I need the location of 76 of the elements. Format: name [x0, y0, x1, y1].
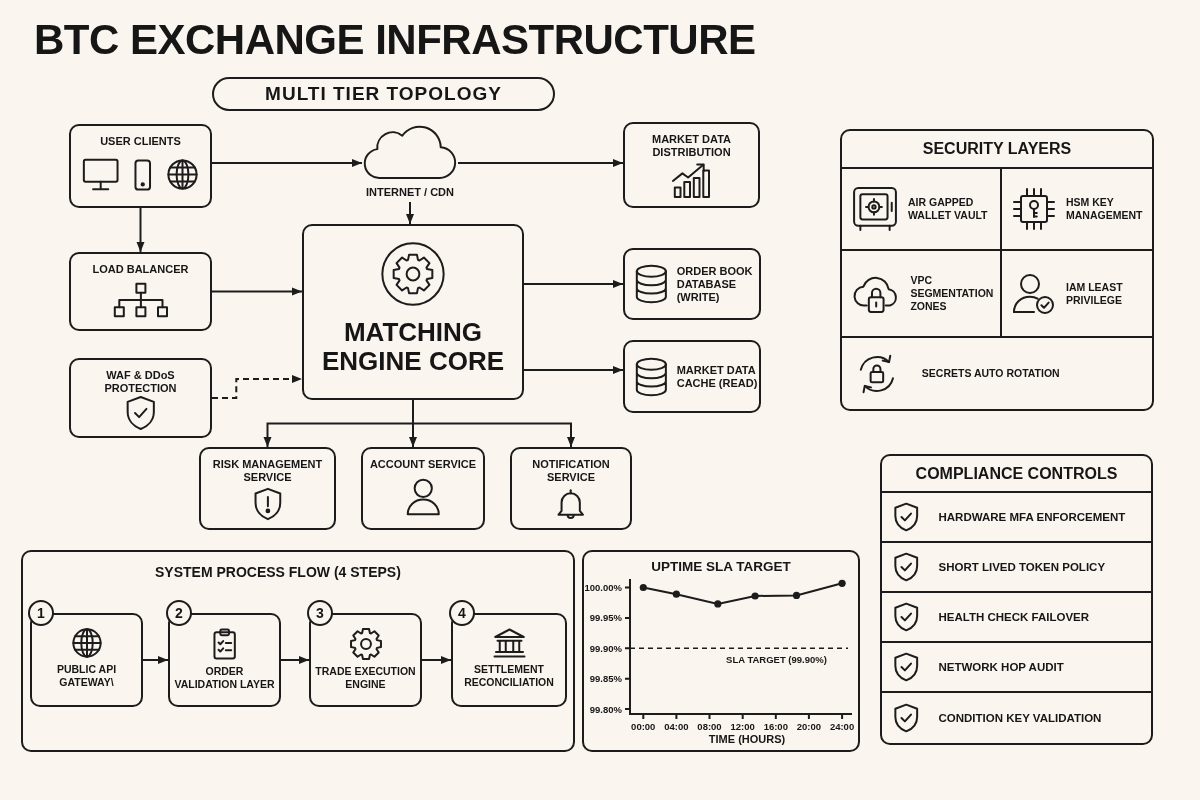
service-box	[69, 358, 212, 438]
chart-title: UPTIME SLA TARGET	[651, 559, 791, 574]
annotation-label: SLA TARGET (99.90%)	[726, 654, 827, 666]
engine-box	[302, 224, 524, 400]
node-label: TRADE EXECUTION ENGINE	[315, 665, 416, 691]
node-label: HARDWARE MFA ENFORCEMENT	[938, 510, 1126, 524]
step-number: 4	[449, 600, 475, 626]
arrow	[412, 399, 575, 448]
arrow	[457, 159, 624, 167]
node-label: USER CLIENTS	[100, 135, 181, 148]
node-label: ORDER BOOK DATABASE (WRITE)	[676, 264, 754, 304]
node-label: HSM KEY MANAGEMENT	[1066, 196, 1144, 222]
arrow	[280, 656, 310, 664]
service-box	[361, 447, 485, 530]
dashed-arrow	[211, 375, 303, 399]
service-box	[623, 122, 760, 208]
database-box	[623, 340, 761, 413]
node-label: HEALTH CHECK FAILOVER	[938, 610, 1090, 624]
node-label: ACCOUNT SERVICE	[369, 458, 477, 471]
arrow	[136, 207, 145, 253]
arrow	[523, 366, 624, 374]
node-label: INTERNET / CDN	[366, 186, 454, 199]
node-label: NOTIFICATION SERVICE	[531, 458, 611, 484]
tick-label: 08:00	[697, 721, 722, 732]
security-panel	[840, 129, 1154, 411]
database-box	[623, 248, 761, 320]
panel-heading: SECURITY LAYERS	[922, 140, 1072, 158]
tick-label: 99.90%	[589, 642, 622, 654]
panel-heading: SYSTEM PROCESS FLOW (4 STEPS)	[155, 563, 401, 581]
tick-label: 16:00	[763, 721, 788, 732]
subtitle-pill: MULTI TIER TOPOLOGY	[212, 77, 555, 111]
tick-label: 100.00%	[584, 582, 622, 593]
node-label: NETWORK HOP AUDIT	[938, 660, 1064, 674]
node-label: RISK MANAGEMENT SERVICE	[211, 458, 324, 484]
tick-label: 00:00	[631, 721, 656, 732]
node-label: AIR GAPPED WALLET VAULT	[908, 196, 989, 222]
arrow	[523, 280, 624, 288]
node-label: VPC SEGMENTATION ZONES	[910, 274, 995, 313]
security-item	[842, 167, 1002, 249]
service-box	[199, 447, 336, 530]
node-label: MATCHING ENGINE CORE	[321, 318, 505, 376]
compliance-panel	[880, 454, 1153, 745]
tick-label: 99.80%	[589, 703, 622, 715]
arrow	[211, 287, 303, 296]
node-label: MARKET DATA CACHE (READ)	[676, 363, 759, 390]
step-number: 2	[166, 600, 192, 626]
tick-label: 99.95%	[589, 612, 622, 624]
arrow	[142, 656, 169, 664]
axis-title: TIME (HOURS)	[708, 733, 786, 745]
step-number: 3	[307, 600, 333, 626]
tick-label: 20:00	[796, 721, 822, 732]
node-label: PUBLIC API GATEWAY\	[55, 663, 118, 689]
node-label: IAM LEAST PRIVILEGE	[1066, 280, 1124, 307]
tick-label: 99.85%	[589, 673, 622, 685]
node-label: SHORT LIVED TOKEN POLICY	[938, 560, 1106, 574]
service-box	[69, 252, 212, 331]
node-label: ORDER VALIDATION LAYER	[174, 665, 275, 691]
node-label: MARKET DATA DISTRIBUTION	[651, 133, 732, 159]
panel-heading: COMPLIANCE CONTROLS	[915, 464, 1118, 483]
node-label: LOAD BALANCER	[92, 263, 189, 276]
tick-label: 12:00	[730, 721, 755, 732]
arrow	[211, 159, 363, 167]
process-panel	[21, 550, 575, 752]
step-number: 1	[28, 600, 54, 626]
page-title: BTC EXCHANGE INFRASTRUCTURE	[34, 15, 756, 65]
node-label: CONDITION KEY VALIDATION	[938, 711, 1102, 725]
security-item	[842, 249, 1002, 336]
arrow	[406, 201, 414, 225]
node-label: SECRETS AUTO ROTATION	[921, 367, 1060, 380]
node-label: WAF & DDoS PROTECTION	[103, 369, 178, 395]
tick-label: 04:00	[664, 721, 689, 732]
client-box	[69, 124, 212, 208]
arrow	[421, 656, 452, 664]
tick-label: 24:00	[829, 721, 855, 732]
node-label: SETTLEMENT RECONCILIATION	[463, 663, 555, 689]
service-box	[510, 447, 632, 530]
